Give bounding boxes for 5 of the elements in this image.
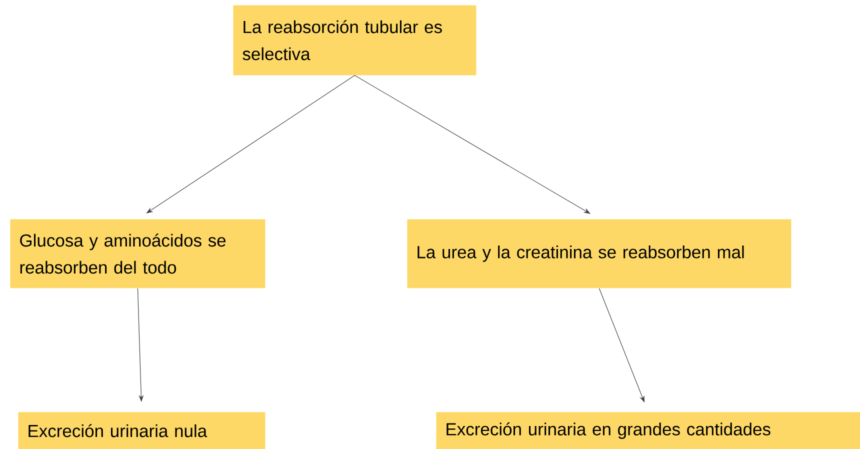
text-box: Excreción urinaria nula	[18, 412, 266, 449]
text-box: Excreción urinaria en grandes cantidades	[436, 412, 860, 449]
text-box: Glucosa y aminoácidos se reabsorben del todo	[10, 219, 266, 288]
text-box: La reabsorción tubular es selectiva	[233, 5, 476, 76]
text-box: La urea y la creatinina se reabsorben mal	[407, 219, 792, 288]
